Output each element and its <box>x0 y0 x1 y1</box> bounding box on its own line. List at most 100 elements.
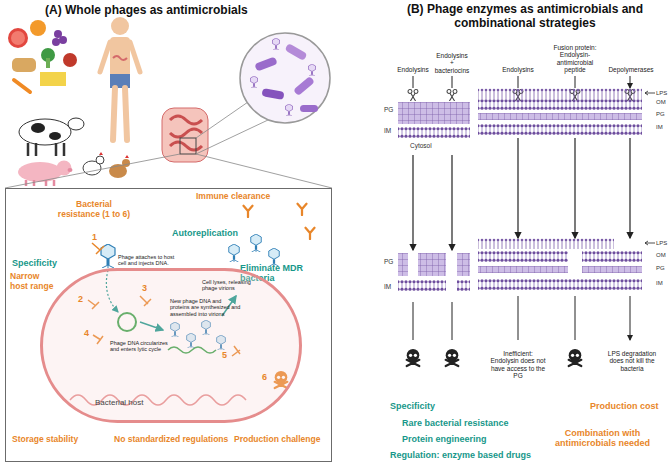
limitation-label: No standardized regulations <box>114 435 239 445</box>
zoom-circle <box>240 33 330 123</box>
membrane-top-gram-negative <box>478 99 642 110</box>
membrane-top-gram-negative <box>478 88 642 135</box>
membrane-top-gram-negative <box>478 88 642 99</box>
released-phages <box>251 234 262 252</box>
membrane-bottom-gram-positive <box>457 280 470 291</box>
zoom-circle <box>293 76 315 96</box>
inset-box: Bacterial resistance (1 to 6) Specificity… <box>5 188 332 462</box>
membrane-top-gram-negative <box>478 88 642 99</box>
layer-label: IM <box>656 280 669 287</box>
antibodies <box>244 206 253 217</box>
layer-label: LPS <box>656 240 669 247</box>
step-note: New phage DNA and proteins are synthesiz… <box>170 298 242 317</box>
food-illustration <box>14 80 30 92</box>
membrane-top-gram-negative <box>478 99 642 110</box>
skulls <box>446 349 459 366</box>
membrane-top-gram-positive <box>398 102 470 138</box>
zoom-circle <box>251 76 258 88</box>
skulls <box>407 349 420 366</box>
scissors <box>408 90 418 101</box>
skulls <box>569 349 582 366</box>
limitation-label: Production challenge <box>234 435 329 445</box>
advantage-label: Specificity <box>12 258 72 268</box>
cow-figure <box>19 119 71 145</box>
pig-figure <box>18 161 73 187</box>
lps-pointers <box>645 91 655 95</box>
food-illustration <box>8 20 77 92</box>
label-arrows <box>413 296 630 340</box>
advantage-label: Autoreplication <box>172 228 252 238</box>
panel-title: (B) Phage enzymes as antimicrobials and … <box>400 3 650 31</box>
zoom-circle <box>300 105 318 112</box>
cell-envelope: LPSOMPGIM <box>478 238 650 294</box>
outcome-note: LPS degradation does not kill the bacter… <box>603 350 661 372</box>
antibodies <box>306 228 315 239</box>
membrane-top-gram-positive <box>398 127 470 138</box>
chicken-figure <box>125 155 129 158</box>
callout-number: 2 <box>78 294 88 304</box>
limitation-label: Combination with antimicrobials needed <box>545 428 660 449</box>
membrane-bottom-gram-positive <box>418 253 446 276</box>
zoom-circle <box>309 64 316 76</box>
membrane-bottom-gram-positive <box>398 253 470 291</box>
callout-number: 6 <box>262 372 272 382</box>
cell-envelope: LPSOMPGIM <box>478 88 650 138</box>
membrane-top-gram-negative <box>478 113 642 120</box>
lps-pointers <box>645 241 655 245</box>
membrane-bottom-gram-negative <box>478 238 614 249</box>
membrane-bottom-gram-negative <box>582 251 642 262</box>
scissors <box>447 90 457 101</box>
membrane-bottom-gram-negative <box>582 266 642 273</box>
membrane-bottom-gram-positive <box>398 253 408 276</box>
arrow-connector <box>451 155 452 250</box>
cow-figure <box>31 123 45 133</box>
chicken-figure <box>99 152 103 155</box>
intestine-figure <box>180 138 196 154</box>
pig-figure <box>18 162 62 182</box>
food-illustration <box>11 31 25 45</box>
callout-number: 5 <box>222 350 232 360</box>
chicken-figure <box>122 159 130 167</box>
food-illustration <box>12 58 36 72</box>
enzyme-label: Endolysins <box>392 66 434 73</box>
panel-title: (A) Whole phages as antimicrobials <box>45 4 305 18</box>
zoom-circle <box>261 88 284 100</box>
limitation-label: Immune clearance <box>196 192 286 202</box>
layer-label: PG <box>656 265 669 272</box>
layer-label: LPS <box>656 90 669 97</box>
enzyme-label: Depolymerases <box>605 66 657 73</box>
zoom-circle <box>284 43 307 61</box>
layer-label: IM <box>656 124 669 131</box>
membrane-bottom-gram-positive <box>398 280 470 291</box>
zoom-circle <box>254 56 277 71</box>
advantage-label: Rare bacterial resistance <box>402 418 552 428</box>
intestine-figure <box>162 108 208 162</box>
membrane-bottom-gram-positive <box>457 253 470 276</box>
human-figure <box>100 17 140 140</box>
food-illustration <box>46 58 50 68</box>
callout-number: 1 <box>92 232 102 242</box>
human-figure <box>110 37 130 77</box>
cell-envelope: PGIMCytosol <box>398 100 470 155</box>
limitation-label: Bacterial resistance (1 to 6) <box>55 200 133 220</box>
layer-label: OM <box>656 99 669 106</box>
zoom-circle <box>273 38 280 50</box>
callout-number: 4 <box>84 328 94 338</box>
membrane-top-gram-positive <box>398 102 470 124</box>
membrane-top-gram-positive <box>398 102 470 124</box>
antibodies <box>298 204 307 215</box>
membrane-bottom-gram-negative <box>478 266 642 273</box>
layer-label: IM <box>384 283 398 290</box>
cow-figure <box>49 132 61 140</box>
membrane-bottom-gram-negative <box>478 238 614 249</box>
step-note: Cell lyses, releasing phage virions <box>202 279 254 292</box>
limitation-label: Production cost <box>590 401 669 411</box>
food-illustration <box>59 36 67 44</box>
pig-figure <box>68 168 73 172</box>
arrow-connector <box>517 138 518 238</box>
cell-label: Bacterial host <box>95 398 175 407</box>
layer-label: PG <box>384 258 398 265</box>
food-illustration <box>40 72 66 86</box>
cow-figure <box>68 118 84 130</box>
step-note: Phage attaches to host cell and injects … <box>118 254 180 267</box>
